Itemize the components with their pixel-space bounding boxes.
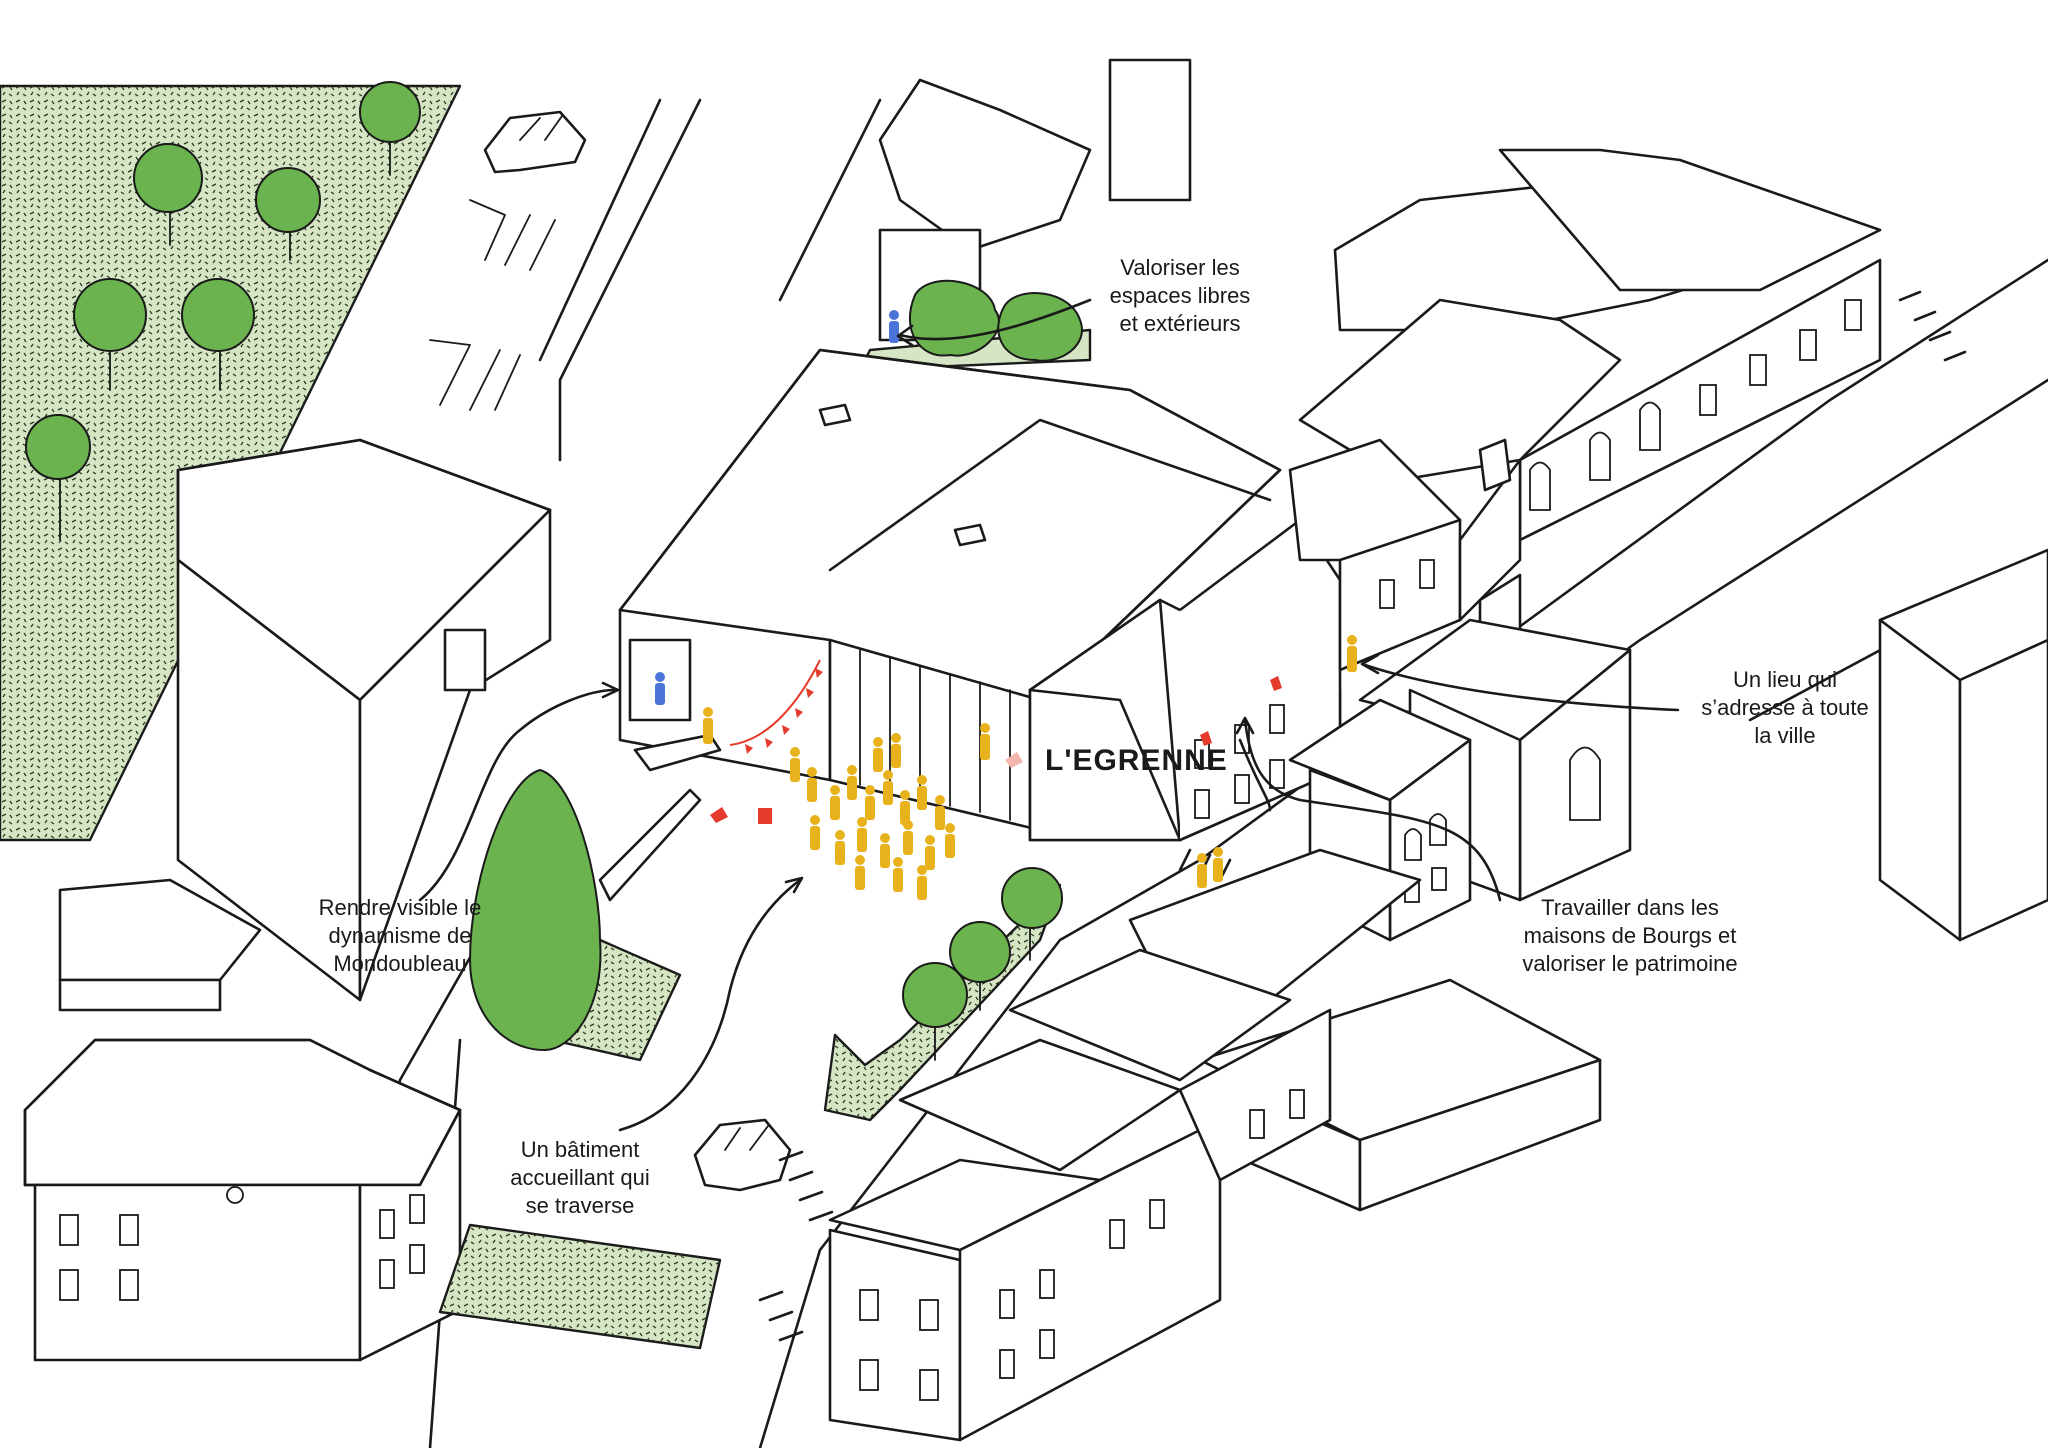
- annotation-arrows: [418, 298, 1680, 1132]
- tree: [949, 921, 1011, 1011]
- annotation-line: accueillant qui: [510, 1165, 650, 1190]
- annotation-whole-city: Un lieu qui s’adresse à toute la ville: [1680, 666, 1890, 750]
- annotation-line: Travailler dans les: [1541, 895, 1719, 920]
- tree: [1001, 867, 1063, 961]
- annotation-line: et extérieurs: [1119, 311, 1241, 336]
- main-building-egrenne: L'EGRENNE: [598, 348, 1342, 902]
- annotation-crossing-building: Un bâtiment accueillant qui se traverse: [490, 1136, 670, 1220]
- annotation-heritage: Travailler dans les maisons de Bourgs et…: [1500, 894, 1760, 978]
- annotation-line: la ville: [1754, 723, 1816, 748]
- tree: [73, 278, 147, 391]
- tree: [25, 414, 91, 541]
- annotation-line: Rendre visible le: [318, 895, 482, 920]
- townhouses-right: [1288, 148, 1882, 672]
- annotation-dynamism: Rendre visible le dynamisme de Mondouble…: [310, 894, 490, 978]
- tree: [133, 143, 203, 246]
- warehouse-left: [176, 438, 552, 1002]
- grass-patch-bottom: [438, 1223, 722, 1350]
- small-house-left: [58, 878, 262, 1012]
- annotation-line: valoriser le patrimoine: [1522, 951, 1738, 976]
- tree: [255, 167, 321, 261]
- block-right: [1878, 548, 2048, 942]
- accent-figures: [655, 310, 1282, 824]
- building-sign: L'EGRENNE: [1045, 744, 1228, 777]
- crosswalks: [758, 290, 1967, 1342]
- outdoor-greenery: [858, 279, 1092, 372]
- park-trees: [25, 81, 421, 541]
- cypress-tree: [469, 769, 602, 1051]
- annotation-line: espaces libres: [1109, 283, 1251, 308]
- annotation-line: dynamisme de: [328, 923, 472, 948]
- parked-car-top: [483, 110, 587, 174]
- row-houses-bottom: [828, 848, 1422, 1442]
- annotation-line: Un lieu qui: [1733, 667, 1837, 692]
- parking-marks: [429, 199, 556, 411]
- annotation-line: s’adresse à toute: [1701, 695, 1869, 720]
- annotation-line: Valoriser les: [1120, 255, 1240, 280]
- annotation-line: Un bâtiment: [520, 1137, 640, 1162]
- parked-car-bottom: [693, 1118, 792, 1192]
- tree: [359, 81, 421, 176]
- trees-right: [902, 867, 1063, 1061]
- house-bottom-left: [23, 1038, 462, 1362]
- annotation-line: se traverse: [525, 1193, 635, 1218]
- tree: [902, 962, 968, 1061]
- tree: [181, 278, 255, 391]
- annotation-line: Mondoubleau: [333, 951, 467, 976]
- crowd: [703, 635, 1357, 900]
- annotation-line: maisons de Bourgs et: [1523, 923, 1737, 948]
- annotation-outdoor-spaces: Valoriser les espaces libres et extérieu…: [1090, 254, 1270, 338]
